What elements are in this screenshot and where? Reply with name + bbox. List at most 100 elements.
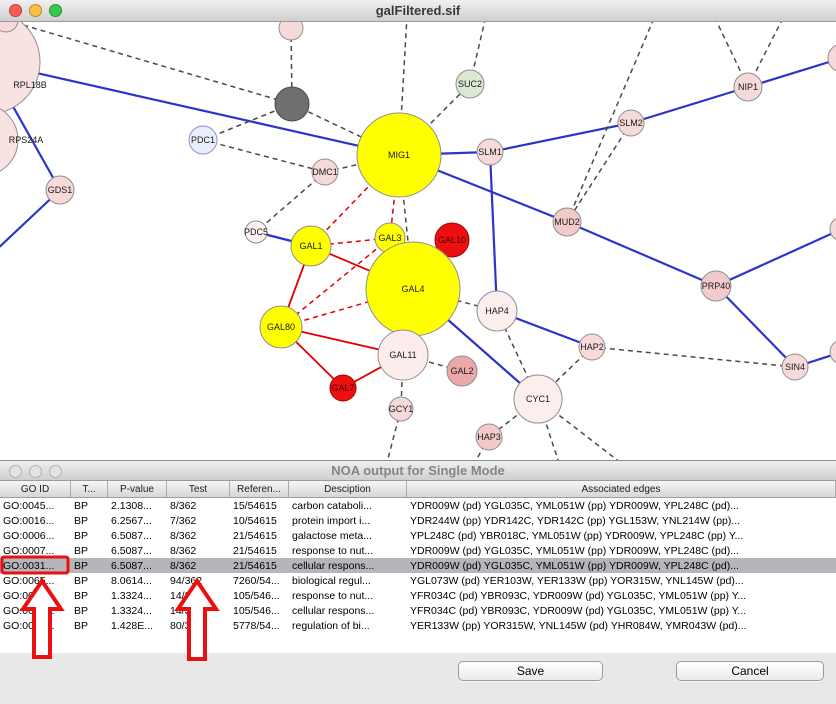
table-cell: 2.1308... — [111, 499, 152, 512]
table-cell: 8/362 — [170, 499, 197, 512]
table-cell: 10/54615 — [233, 514, 277, 527]
column-header-5[interactable]: Referen... — [230, 481, 289, 497]
cancel-button[interactable]: Cancel — [676, 661, 824, 681]
network-window-titlebar[interactable]: galFiltered.sif — [0, 0, 836, 22]
network-edge — [566, 220, 717, 288]
table-cell: 6.5087... — [111, 544, 152, 557]
network-edge — [630, 85, 749, 125]
node-gal2[interactable] — [446, 355, 478, 387]
column-header-2[interactable]: T... — [71, 481, 108, 497]
node-label: GAL11 — [389, 350, 416, 360]
table-cell: 105/546... — [233, 589, 280, 602]
node-hap2[interactable] — [578, 333, 606, 361]
node-pdc5[interactable] — [244, 220, 268, 244]
table-cell: cellular respons... — [292, 604, 375, 617]
node-label: GAL4 — [401, 284, 424, 294]
node-label: PDC1 — [191, 135, 215, 145]
table-cell: BP — [74, 559, 89, 572]
table-cell: protein import i... — [292, 514, 371, 527]
table-cell: response to nut... — [292, 544, 374, 557]
node-pdc1[interactable] — [188, 125, 218, 155]
table-cell: 15/54615 — [233, 499, 277, 512]
column-header-6[interactable]: Desciption — [289, 481, 407, 497]
network-edge — [255, 171, 326, 233]
table-cell: regulation of bi... — [292, 619, 370, 632]
minimize-button-icon[interactable] — [29, 4, 42, 17]
table-cell: YPL248C (pd) YBR018C, YML051W (pp) YDR00… — [410, 529, 744, 542]
column-header-7[interactable]: Associated edges — [407, 481, 836, 497]
save-button[interactable]: Save — [458, 661, 603, 681]
node-cyc1[interactable] — [513, 374, 563, 424]
zoom-button-icon[interactable] — [49, 4, 62, 17]
node-gal10[interactable] — [434, 222, 470, 258]
node-prp40[interactable] — [700, 270, 732, 302]
node[interactable] — [829, 340, 836, 364]
node-mig1[interactable] — [356, 112, 442, 198]
node-hap4[interactable] — [476, 290, 518, 332]
table-cell: GO:0007... — [3, 544, 55, 557]
close-button-icon[interactable] — [9, 4, 22, 17]
table-cell: YDR009W (pd) YGL035C, YML051W (pp) YDR00… — [410, 559, 739, 572]
node-sin4[interactable] — [781, 353, 809, 381]
node[interactable] — [0, 22, 19, 33]
node-dmc1[interactable] — [311, 158, 339, 186]
node-gds1[interactable] — [45, 175, 75, 205]
node-gal80[interactable] — [259, 305, 303, 349]
table-cell: response to nut... — [292, 589, 374, 602]
node-slm1[interactable] — [476, 138, 504, 166]
table-cell: cellular respons... — [292, 559, 375, 572]
table-cell: YDR244W (pp) YDR142C, YDR142C (pp) YGL15… — [410, 514, 741, 527]
node-slm2[interactable] — [617, 109, 645, 137]
node-nip1[interactable] — [733, 72, 763, 102]
node-gal1[interactable] — [290, 225, 332, 267]
noa-window-titlebar[interactable]: NOA output for Single Mode — [0, 461, 836, 481]
node-label: SLM1 — [478, 147, 502, 157]
node-label: GAL80 — [267, 322, 295, 332]
network-edge — [280, 237, 391, 328]
table-cell: 105/546... — [233, 604, 280, 617]
node[interactable] — [278, 22, 304, 41]
network-edge — [202, 103, 293, 141]
minimize-button-icon[interactable] — [29, 465, 42, 478]
node-label: GAL3 — [378, 233, 401, 243]
node-gcy1[interactable] — [388, 396, 414, 422]
column-header-1[interactable]: GO ID — [0, 481, 71, 497]
column-header-4[interactable]: Test — [167, 481, 230, 497]
node-suc2[interactable] — [455, 69, 485, 99]
column-header-3[interactable]: P-value — [108, 481, 167, 497]
node-gal7[interactable] — [329, 374, 357, 402]
node-rpl18b[interactable] — [0, 22, 41, 114]
node-gal11[interactable] — [377, 329, 429, 381]
table-cell: biological regul... — [292, 574, 371, 587]
node[interactable] — [274, 86, 310, 122]
node[interactable] — [829, 217, 836, 241]
network-edge — [566, 22, 654, 223]
network-edge — [0, 81, 61, 191]
table-cell: BP — [74, 589, 89, 602]
node-label: HAP3 — [477, 432, 501, 442]
node[interactable] — [827, 44, 836, 72]
table-cell: 7/362 — [170, 514, 197, 527]
zoom-button-icon[interactable] — [49, 465, 62, 478]
node-mud2[interactable] — [552, 207, 582, 237]
table-cell: BP — [74, 574, 89, 587]
node-label: PRP40 — [702, 281, 731, 291]
table-cell: YDR009W (pd) YGL035C, YML051W (pp) YDR00… — [410, 544, 739, 557]
node-hap3[interactable] — [475, 423, 503, 451]
node-rps24a[interactable] — [0, 104, 19, 176]
table-cell: 94/362 — [170, 574, 203, 587]
close-button-icon[interactable] — [9, 465, 22, 478]
